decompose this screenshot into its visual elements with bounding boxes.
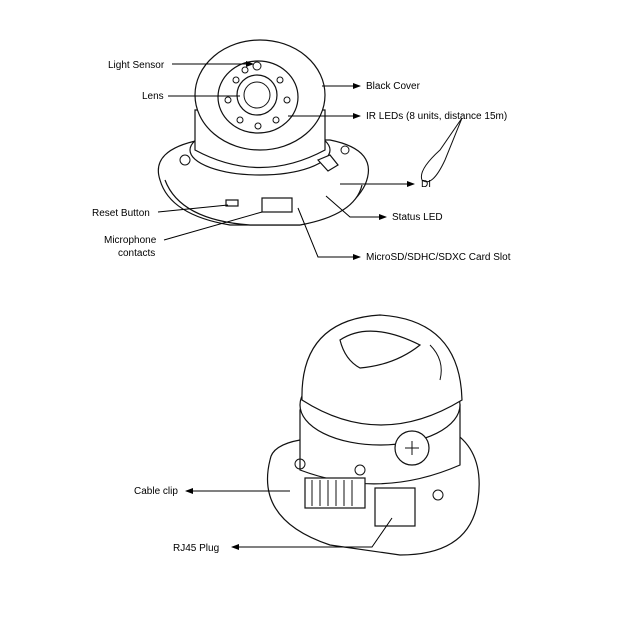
label-reset-button: Reset Button xyxy=(92,208,150,219)
leader-status-led xyxy=(325,195,387,220)
label-lens: Lens xyxy=(142,91,164,102)
label-microphone-line1: Microphone xyxy=(104,235,157,246)
label-microphone-line2: contacts xyxy=(118,248,155,259)
leader-microphone xyxy=(163,211,263,241)
label-cable-clip: Cable clip xyxy=(134,486,178,497)
label-rj45-plug: RJ45 Plug xyxy=(173,543,219,554)
top-camera-drawing xyxy=(157,39,463,226)
bottom-camera-drawing xyxy=(266,314,480,556)
label-ir-leds: IR LEDs (8 units, distance 15m) xyxy=(366,111,507,122)
label-status-led: Status LED xyxy=(392,212,443,223)
leader-rj45-plug xyxy=(231,517,393,550)
cable-tie-icon xyxy=(420,117,463,183)
label-light-sensor: Light Sensor xyxy=(108,60,165,71)
label-black-cover: Black Cover xyxy=(366,81,421,92)
leader-reset-button xyxy=(157,204,229,213)
label-card-slot: MicroSD/SDHC/SDXC Card Slot xyxy=(366,252,511,263)
label-di: DI xyxy=(421,179,431,190)
leader-card-slot xyxy=(297,207,361,260)
ir-led-ring xyxy=(224,66,291,130)
